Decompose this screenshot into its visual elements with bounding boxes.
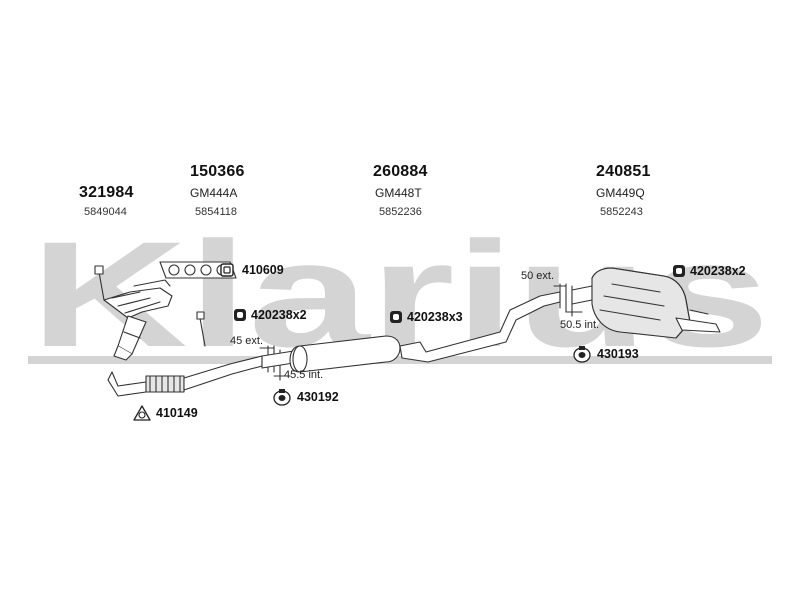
mounting-ring-icon	[273, 389, 291, 406]
dimension-front-int: 45.5 int.	[284, 369, 324, 381]
part-number-150366: 150366	[190, 163, 245, 180]
ref-code-gm449q: GM449Q	[596, 186, 645, 200]
fitting-label-410609: 410609	[242, 263, 284, 277]
part-number-260884: 260884	[373, 163, 428, 180]
fitting-label-420238x2-front: 420238x2	[251, 308, 307, 322]
fitting-label-430193: 430193	[597, 347, 639, 361]
dimension-rear-int: 50.5 int.	[560, 319, 600, 331]
rubber-mount-icon	[390, 311, 402, 323]
oe-number-5854118: 5854118	[195, 206, 238, 218]
dimension-front-ext: 45 ext.	[230, 335, 264, 347]
mounting-ring-icon	[573, 346, 591, 363]
gasket-icon	[133, 405, 151, 421]
fitting-label-430192: 430192	[297, 390, 339, 404]
oe-number-5852236: 5852236	[379, 206, 422, 218]
fitting-label-410149: 410149	[156, 406, 198, 420]
fitting-label-420238x2-rear: 420238x2	[690, 264, 746, 278]
middle-silencer	[261, 291, 561, 373]
rear-silencer	[571, 267, 721, 339]
rubber-mount-icon	[234, 309, 246, 321]
ref-code-gm448t: GM448T	[375, 186, 422, 200]
gasket-icon	[220, 263, 234, 277]
fitting-label-420238x3: 420238x3	[407, 310, 463, 324]
oe-number-5849044: 5849044	[84, 206, 127, 218]
rubber-mount-icon	[673, 265, 685, 277]
front-pipe	[107, 311, 263, 397]
catalytic-converter	[113, 315, 147, 361]
part-number-321984: 321984	[79, 184, 134, 201]
watermark-underline	[28, 356, 772, 364]
oe-number-5852243: 5852243	[600, 206, 643, 218]
part-number-240851: 240851	[596, 163, 651, 180]
exhaust-manifold	[94, 265, 173, 319]
ref-code-gm444a: GM444A	[190, 186, 238, 200]
dimension-rear-ext: 50 ext.	[521, 270, 555, 282]
